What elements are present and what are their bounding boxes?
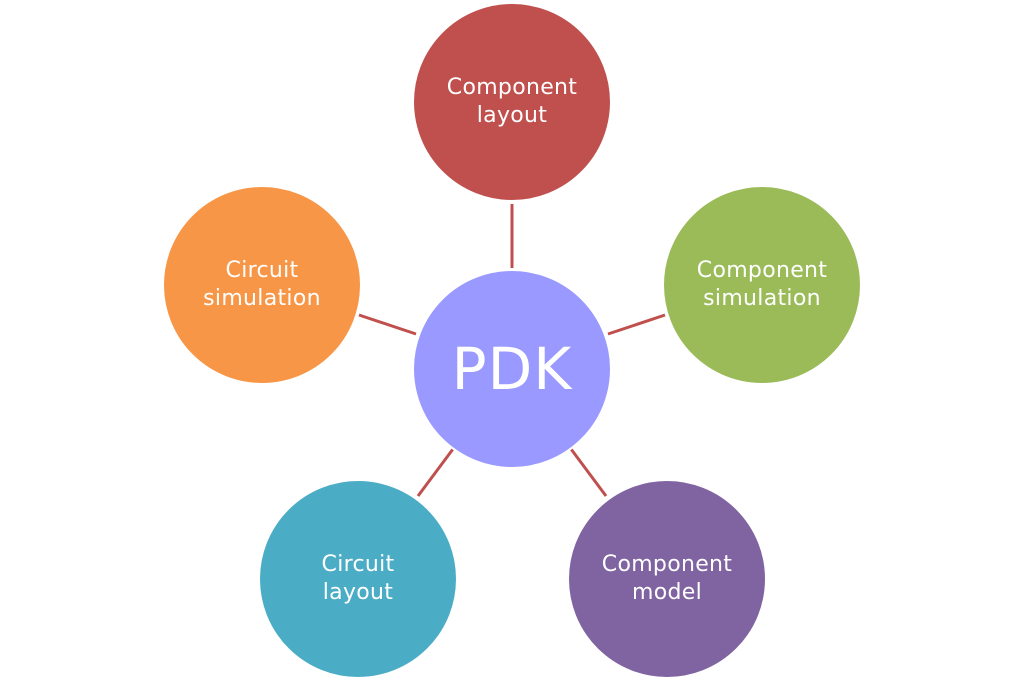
node-component-layout: Component layout: [412, 2, 612, 202]
node-circuit-layout: Circuit layout: [258, 479, 458, 679]
center-label: PDK: [451, 335, 573, 403]
node-label: Component simulation: [696, 257, 828, 311]
connector-right: [607, 313, 666, 336]
center-node-pdk: PDK: [412, 269, 612, 469]
connector-bottom-right: [569, 448, 608, 497]
connector-left: [358, 313, 417, 336]
node-component-model: Component model: [567, 479, 767, 679]
node-label: Component layout: [446, 74, 578, 128]
node-label: Component model: [601, 551, 733, 605]
node-label: Circuit layout: [321, 551, 395, 605]
connector-bottom-left: [416, 448, 455, 497]
node-label: Circuit simulation: [203, 257, 321, 311]
node-component-simulation: Component simulation: [662, 185, 862, 385]
node-circuit-simulation: Circuit simulation: [162, 185, 362, 385]
